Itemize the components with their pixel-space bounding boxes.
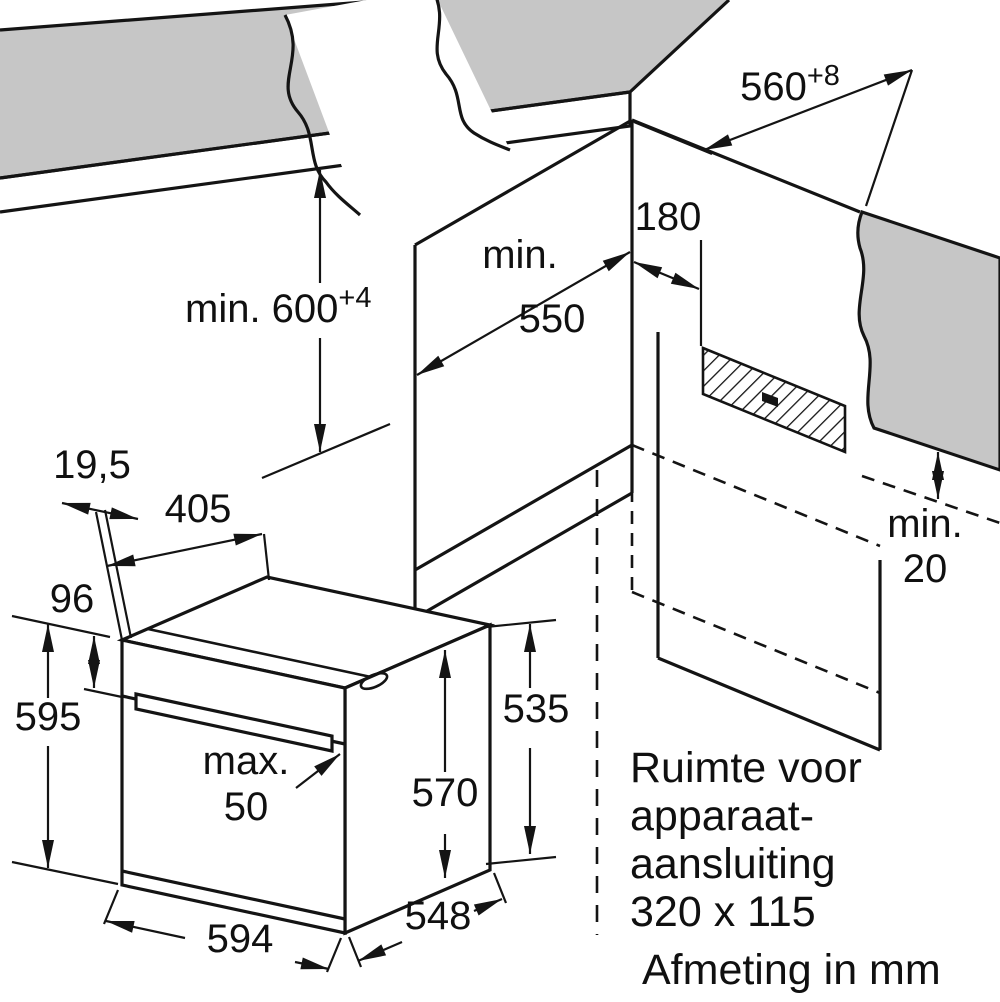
dim-top-depth: 405	[106, 487, 271, 581]
dim-side-height-label: 570	[412, 771, 479, 815]
rear-wall	[856, 210, 1000, 472]
dim-panel-height: 96	[50, 577, 123, 699]
dim-oven-depth-ext	[347, 872, 508, 968]
dim-oven-height-label: 595	[15, 695, 82, 739]
oven-side-grip	[359, 671, 389, 691]
dim-panel-height-ext	[83, 687, 123, 699]
connection-socket	[762, 392, 778, 407]
oven-handle	[134, 692, 334, 753]
dim-top-depth-arrow	[106, 532, 263, 568]
dim-oven-depth: 548	[347, 872, 508, 968]
dim-niche-width-label: 560+8	[740, 60, 840, 109]
oven-door-bottom-line	[121, 869, 346, 921]
dim-rear-height-label: 535	[503, 687, 570, 731]
countertop-edges	[0, 0, 731, 180]
dim-niche-depth: min. 550	[416, 233, 631, 376]
connection-area	[701, 346, 847, 454]
dim-oven-height: 595	[11, 614, 119, 886]
hidden-edges	[630, 443, 1000, 695]
dim-rear-gap-label-value: 20	[903, 547, 948, 591]
dim-oven-width-ext	[102, 889, 343, 973]
countertop-break-mask	[285, 0, 510, 215]
dim-handle-protrusion-label-word: max.	[203, 739, 290, 783]
countertop-break-line-left	[283, 14, 362, 217]
dim-oven-depth-arrow-right	[473, 897, 503, 916]
dim-niche-depth-label-word: min.	[482, 233, 558, 277]
dim-oven-width-arrow-left	[105, 919, 186, 940]
dim-niche-height: min. 600+4	[185, 170, 391, 480]
dim-oven-width-label: 594	[207, 917, 274, 961]
oven-top-groove	[147, 627, 372, 679]
units-caption: Afmeting in mm	[642, 946, 941, 994]
dim-niche-depth-arrow	[416, 251, 631, 376]
dim-oven-height-ext	[11, 614, 119, 886]
dim-niche-height-label: min. 600+4	[185, 282, 372, 331]
dim-oven-width-arrow-right	[294, 957, 330, 971]
dim-panel-protrusion: 19,5	[53, 443, 139, 641]
dim-handle-protrusion-label-value: 50	[224, 785, 269, 829]
dim-handle-protrusion: max. 50	[203, 739, 341, 829]
wall-base-edges	[656, 332, 882, 752]
annotation-block: Ruimte voor apparaat- aansluiting 320 x …	[630, 744, 941, 994]
connection-note-line2: apparaat-	[630, 792, 814, 840]
dim-rear-gap-label-word: min.	[887, 502, 963, 546]
dim-connection-offset-label: 180	[635, 195, 702, 239]
dim-oven-width: 594	[102, 889, 343, 973]
dim-panel-protrusion-arrow	[61, 501, 139, 521]
dim-rear-height-ext	[485, 618, 557, 866]
countertop	[0, 0, 731, 217]
dim-panel-protrusion-label: 19,5	[53, 443, 131, 487]
dim-panel-height-label: 96	[50, 577, 95, 621]
dim-rear-gap: min. 20	[887, 452, 963, 591]
dim-panel-protrusion-ext	[94, 509, 133, 641]
dim-top-depth-ext	[262, 533, 271, 581]
rear-wall-surface	[856, 210, 1000, 472]
dim-rear-height: 535	[485, 618, 570, 866]
connection-note-line3: aansluiting	[630, 840, 836, 888]
countertop-break-line-right	[435, 0, 511, 152]
connection-note-line4: 320 x 115	[630, 888, 816, 936]
dim-niche-width-arrow	[703, 68, 913, 152]
dim-oven-depth-arrow-left	[357, 940, 403, 963]
dim-niche-height-ext	[261, 422, 391, 480]
dim-connection-offset: 180	[633, 195, 703, 346]
connection-note-line1: Ruimte voor	[630, 744, 862, 792]
dim-top-depth-label: 405	[165, 487, 232, 531]
oven	[116, 575, 496, 936]
dim-niche-width: 560+8	[633, 60, 914, 207]
dim-niche-depth-label-value: 550	[519, 297, 586, 341]
dim-oven-depth-label: 548	[405, 894, 472, 938]
dim-side-height: 570	[412, 650, 479, 878]
dim-handle-protrusion-arrow	[295, 753, 341, 789]
dim-connection-offset-arrow	[633, 260, 700, 291]
